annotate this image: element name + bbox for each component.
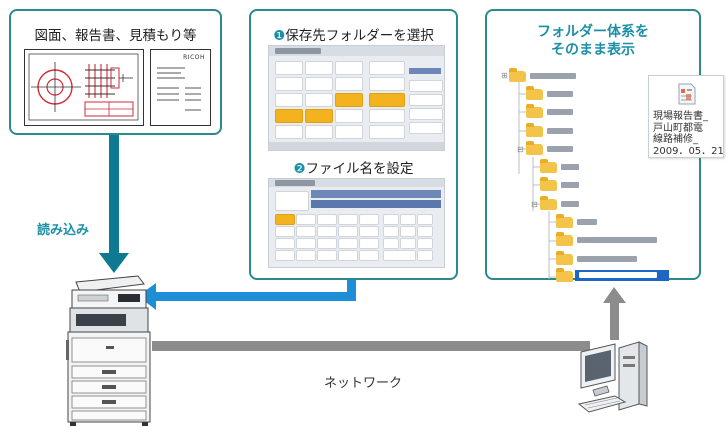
file-card-line-3: 線路補修_ (653, 134, 698, 145)
folder-icon (556, 232, 573, 246)
filename-entry-screen (268, 178, 445, 268)
folder-icon (556, 251, 573, 265)
folder-icon (556, 214, 573, 228)
svg-text:⊟: ⊟ (531, 200, 538, 209)
svg-text:⊞: ⊞ (501, 71, 508, 80)
svg-text:⊟: ⊟ (517, 145, 524, 154)
network-label: ネットワーク (324, 376, 403, 391)
folder-icon (526, 123, 543, 137)
step-1-marker: ❶ (273, 28, 286, 44)
source-documents-title: 図面、報告書、見積もり等 (34, 28, 197, 44)
document-brand-text: RICOH (183, 54, 205, 61)
document-icon (678, 83, 696, 105)
folder-tree-title-line2: そのまま表示 (551, 42, 635, 58)
operation-steps-panel: ❶保存先フォルダーを選択 ❷ファイル名を設定 (249, 9, 458, 280)
folder-icon (540, 159, 557, 173)
step-1-text: 保存先フォルダーを選択 (285, 28, 434, 44)
file-card-line-1: 現場報告書_ (653, 111, 708, 122)
folder-select-screen (268, 45, 445, 151)
folder-icon (540, 177, 557, 191)
network-line (152, 341, 590, 351)
folder-tree-panel: フォルダー体系を そのまま表示 ⊞ ⊟ ⊟ (485, 9, 724, 282)
report-document-icon: RICOH (150, 49, 211, 126)
folder-icon (556, 268, 573, 282)
selected-tree-item (575, 270, 669, 281)
blueprint-document-icon (24, 49, 144, 126)
file-card-line-2: 戸山町都電 (653, 122, 703, 134)
scan-arrow (99, 135, 129, 273)
step-2-text: ファイル名を設定 (305, 161, 414, 177)
step-1-label: ❶保存先フォルダーを選択 (251, 24, 456, 44)
source-documents-panel: 図面、報告書、見積もり等 (9, 9, 222, 135)
folder-tree-title: フォルダー体系を そのまま表示 (487, 23, 699, 59)
scan-label: 読み込み (37, 223, 90, 238)
folder-icon (540, 196, 557, 210)
folder-tree: ⊞ ⊟ ⊟ (497, 68, 697, 282)
folder-icon (526, 86, 543, 100)
folder-icon (509, 68, 526, 82)
step-2-label: ❷ファイル名を設定 (251, 157, 456, 177)
folder-tree-title-line1: フォルダー体系を (537, 24, 649, 40)
pc-upload-arrow (603, 287, 626, 340)
mfp-printer-icon (66, 275, 151, 426)
folder-icon (526, 141, 543, 155)
file-card-text: 現場報告書_ 戸山町都電 線路補修_ 2009．05．21 (653, 111, 724, 157)
file-card: 現場報告書_ 戸山町都電 線路補修_ 2009．05．21 (648, 75, 724, 158)
desktop-pc-icon (577, 341, 648, 413)
file-card-line-4: 2009．05．21 (653, 145, 724, 157)
folder-icon (526, 104, 543, 118)
panel-to-mfp-arrow (138, 280, 356, 310)
step-2-marker: ❷ (293, 161, 306, 177)
